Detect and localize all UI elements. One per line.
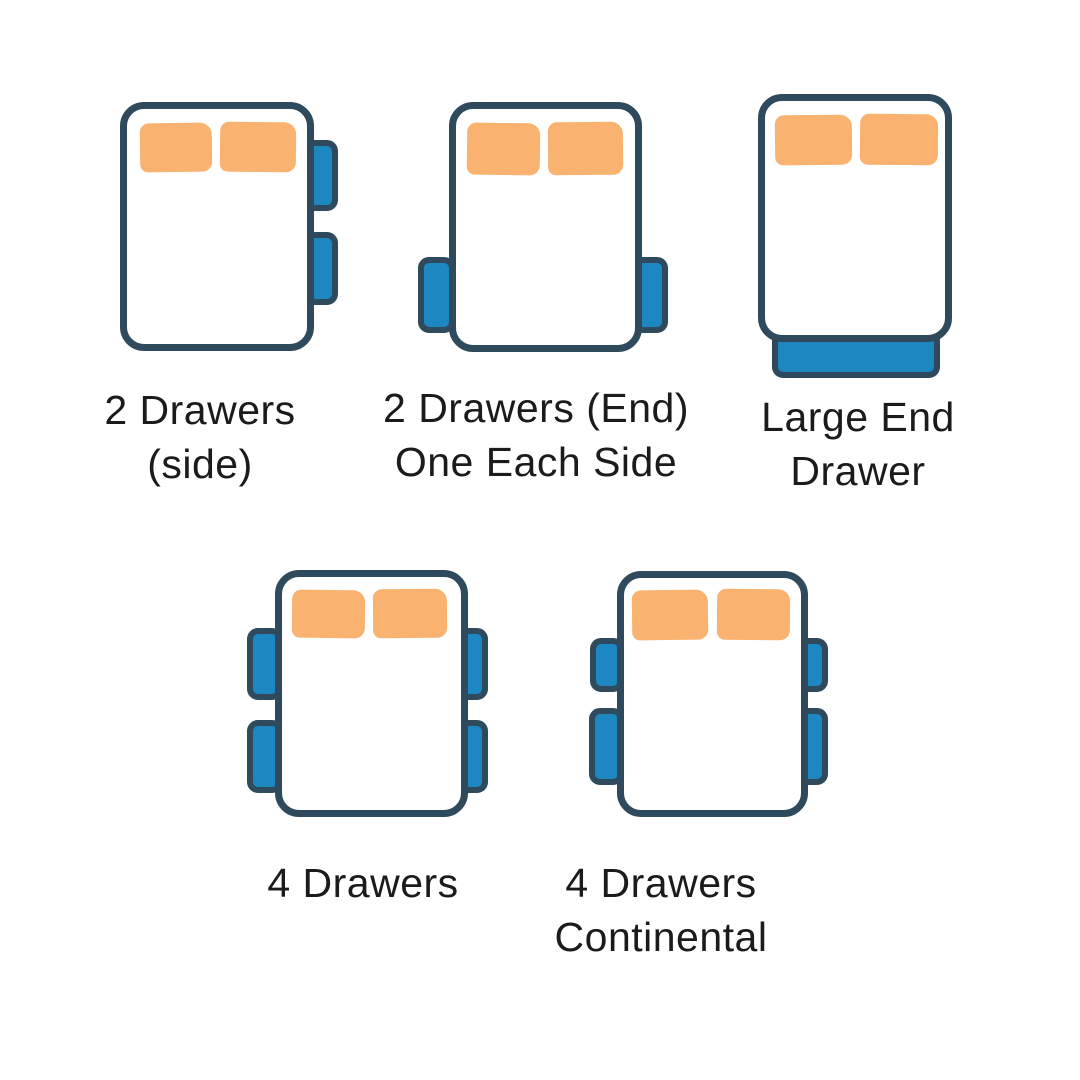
figure-label: Large End Drawer: [718, 390, 998, 498]
pillow-left: [631, 589, 709, 641]
figure-label: 2 Drawers (End) One Each Side: [366, 381, 706, 489]
pillow-right: [372, 588, 448, 639]
figure-label-line: 2 Drawers (End): [383, 385, 689, 431]
figure-label-line: Continental: [554, 914, 768, 960]
figure-label-line: Drawer: [790, 448, 926, 494]
pillow-right: [219, 121, 297, 173]
figure-label: 4 Drawers: [223, 856, 503, 910]
figure-label-line: (side): [147, 441, 253, 487]
figure-label-line: 2 Drawers: [104, 387, 296, 433]
pillow-right: [716, 588, 791, 641]
figure-label: 2 Drawers (side): [60, 383, 340, 491]
figure-label-line: 4 Drawers: [565, 860, 757, 906]
pillow-left: [291, 589, 366, 639]
figure-label-line: Large End: [761, 394, 955, 440]
pillow-right: [547, 121, 624, 176]
pillow-right: [859, 113, 939, 166]
pillow-left: [139, 122, 213, 173]
pillow-left: [774, 114, 853, 166]
figure-label-line: One Each Side: [394, 439, 678, 485]
drawer-left-end: [418, 257, 455, 333]
pillow-left: [466, 122, 541, 176]
figure-label-line: 4 Drawers: [267, 860, 459, 906]
figure-label: 4 Drawers Continental: [511, 856, 811, 964]
